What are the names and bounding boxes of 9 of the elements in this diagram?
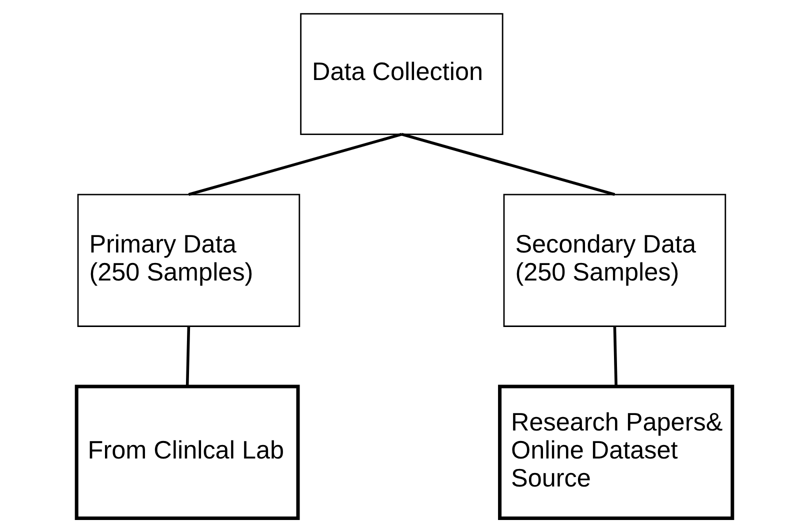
- connector: [612, 326, 617, 387]
- node-box: Research Papers& Online Dataset Source: [498, 384, 734, 520]
- node-box: Secondary Data (250 Samples): [502, 194, 726, 327]
- connector: [185, 326, 190, 387]
- connector: [188, 132, 402, 196]
- node-box: Data Collection: [300, 13, 503, 135]
- connector: [400, 132, 615, 196]
- node-box: From Clinlcal Lab: [74, 384, 300, 520]
- node-box: Primary Data (250 Samples): [76, 194, 300, 327]
